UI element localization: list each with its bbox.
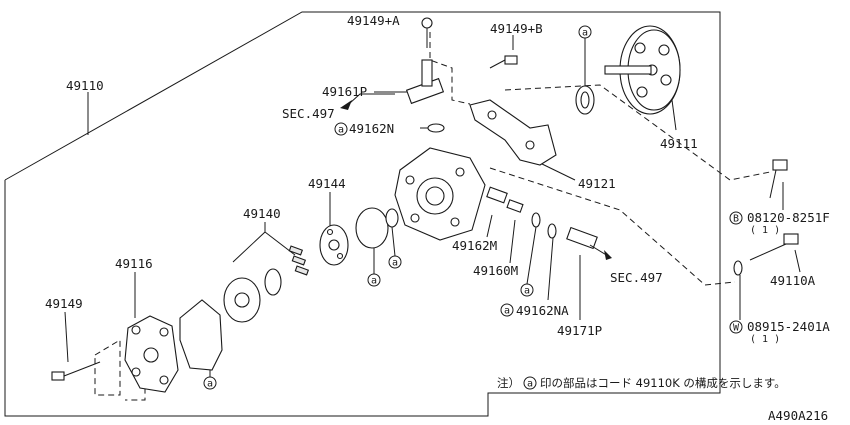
svg-text:a: a [207,379,213,390]
bolt-08120-8251F [769,159,788,199]
marker-a-49160M: a [520,226,537,297]
marker-W: W [729,320,743,334]
leader-49121 [539,162,576,181]
leader-49149 [64,311,69,363]
bolt-49110A [749,233,799,261]
marker-a-oring-1: a [367,248,381,287]
leader-49140 [232,222,266,263]
label-washer-W-qty: ( 1 ) [750,334,780,345]
guide-line-pulley [504,84,771,181]
o-ring-49162N [427,123,445,133]
svg-text:a: a [582,28,588,39]
cover-49116 [124,315,179,393]
marker-a-49162NA: a [500,303,514,317]
label-49116: 49116 [115,256,153,271]
leader-49160M [509,219,516,264]
svg-text:a: a [527,379,533,390]
o-ring-small [385,208,399,228]
label-sec497-top: SEC.497 [282,106,335,121]
gasket [179,299,223,371]
connector-49171P [566,226,598,250]
leader-sec497-top [349,93,395,104]
label-bolt-B: 08120-8251F [747,210,830,225]
o-ring-49162NA-1 [531,212,541,228]
bolt-49149 [51,361,101,381]
label-49111: 49111 [660,136,698,151]
svg-text:注）: 注） [497,376,520,390]
o-ring-large [355,207,389,249]
drawing-code: A490A216 [768,408,828,423]
label-49161P: 49161P [322,84,367,99]
svg-text:a: a [392,258,398,269]
marker-a-gasket: a [203,370,217,390]
marker-a-49162N: a [334,122,348,136]
marker-a-oring-2: a [388,226,402,269]
label-49171P: 49171P [557,323,602,338]
svg-text:a: a [338,125,344,136]
arrow-sec497-mid [604,250,612,260]
svg-text:印の部品はコード 49110K の構成を示します。: 印の部品はコード 49110K の構成を示します。 [540,376,786,390]
marker-B: B [729,211,743,225]
label-49160M: 49160M [473,263,518,278]
label-49149: 49149 [45,296,83,311]
arrow-sec497-top [340,100,352,110]
plate-49144 [319,224,349,266]
label-49140: 49140 [243,206,281,221]
label-49162M: 49162M [452,238,497,253]
assembly-boundary [4,11,721,417]
label-49110A: 49110A [770,273,816,288]
label-49162N: 49162N [349,121,394,136]
washer-08915-2401A [733,260,743,276]
svg-text:a: a [524,286,530,297]
cartridge-49140 [223,245,310,323]
guide-line-outlet [489,167,736,286]
pulley-49111 [604,25,681,115]
label-49149-B: 49149+B [490,21,543,36]
label-49149-A: 49149+A [347,13,400,28]
spring-49162M [486,186,508,204]
guide-line-cover-1 [94,339,121,396]
inlet-connector-49161P [405,17,445,105]
label-49121: 49121 [578,176,616,191]
label-sec497-mid: SEC.497 [610,270,663,285]
valve-49160M [506,199,524,213]
label-49110: 49110 [66,78,104,93]
seal-ring [575,85,595,115]
svg-text:W: W [733,323,740,334]
label-49162NA: 49162NA [516,303,569,318]
guide-line-reservoir [429,32,471,105]
o-ring-49162NA-2 [547,223,557,239]
svg-text:B: B [733,214,739,225]
bolt-49149-B [489,55,518,69]
marker-a-top: a [578,25,592,86]
label-washer-W: 08915-2401A [747,319,830,334]
svg-text:a: a [504,306,510,317]
pump-body [394,147,486,241]
svg-text:a: a [371,276,377,287]
leader-49110A [794,249,801,273]
bracket-49121 [469,99,557,166]
footnote: 注） a 印の部品はコード 49110K の構成を示します。 [497,376,786,390]
label-49144: 49144 [308,176,346,191]
label-bolt-B-qty: ( 1 ) [750,225,780,236]
leader-49162M [486,214,493,238]
leader-49162NA [547,237,554,301]
